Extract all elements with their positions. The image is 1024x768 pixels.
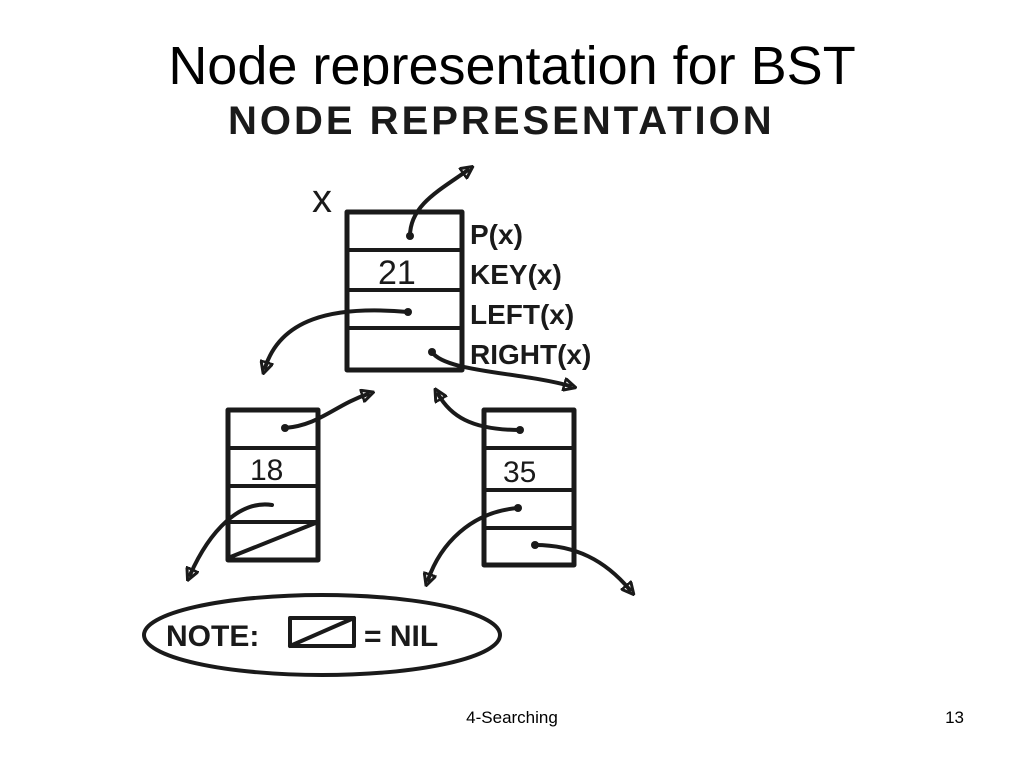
left-child-key: 18 [250,454,283,487]
sketch-heading: NODE REPRESENTATION [228,99,775,143]
field-label-parent: P(x) [470,219,523,250]
note-label: NOTE: [166,620,259,653]
slide-title: Node representation for BST [168,36,856,86]
left-child-node: 18 [225,407,321,563]
node-variable-label: x [312,177,332,221]
field-label-right: RIGHT(x) [470,339,591,370]
right-pointer-arrow [430,350,570,386]
left-pointer-arrow [265,308,410,368]
field-label-key: KEY(x) [470,259,562,290]
parent-pointer-arrow [408,170,468,238]
right-child-left-arrow [428,506,520,580]
nil-text: = NIL [364,620,438,653]
root-key: 21 [378,254,416,292]
left-child-nil-arrow [190,502,274,575]
page-number: 13 [945,708,964,727]
left-child-parent-arrow [283,394,368,430]
nil-note: NOTE: = NIL [142,593,502,677]
field-labels: P(x) KEY(x) LEFT(x) RIGHT(x) [470,219,591,370]
footer-section-label: 4-Searching [466,708,558,727]
right-child-key: 35 [503,456,536,489]
field-label-left: LEFT(x) [470,299,574,330]
root-node: 21 [344,209,465,373]
right-child-right-arrow [533,543,630,590]
right-child-node: 35 [481,407,577,568]
right-child-parent-arrow [438,394,522,432]
